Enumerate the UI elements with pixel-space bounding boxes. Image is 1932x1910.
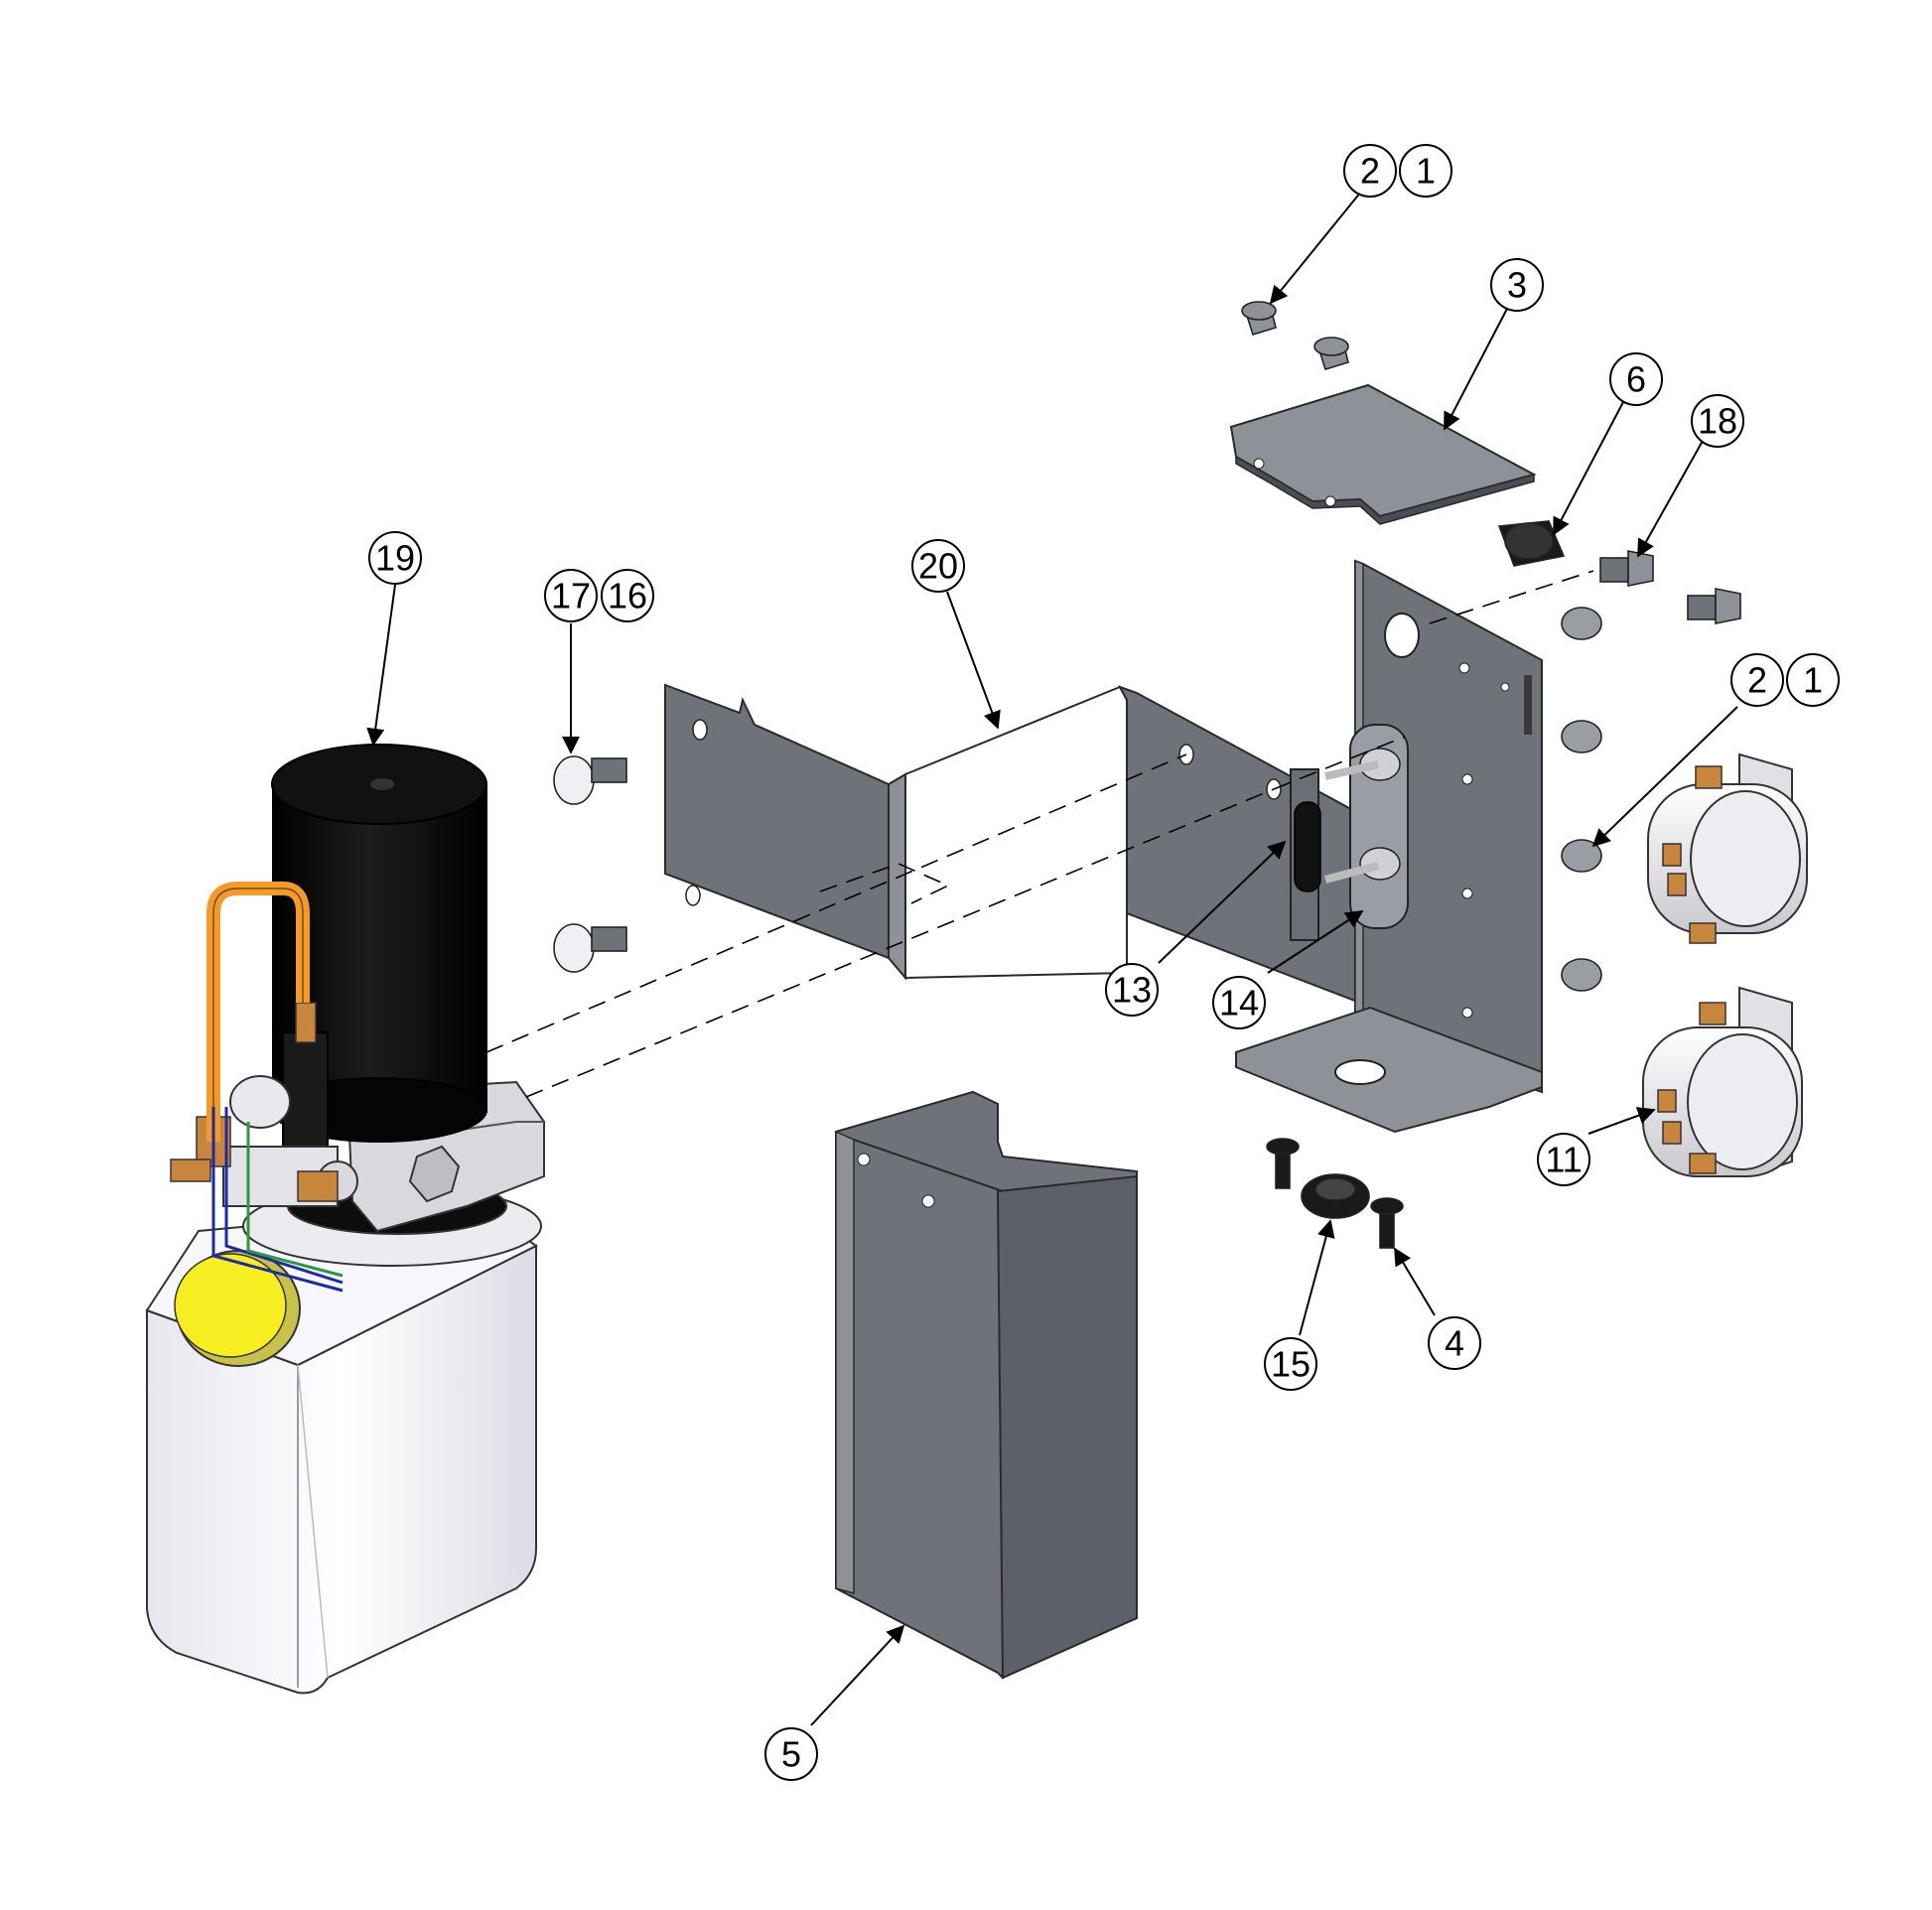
back-plate <box>1235 559 1543 1134</box>
solenoid-upper <box>1647 752 1808 944</box>
leader-11 <box>1587 1107 1656 1135</box>
callout-13: 13 <box>1105 963 1159 1017</box>
leader-15 <box>1299 1219 1335 1336</box>
callout-3: 3 <box>1490 258 1544 312</box>
leader-2-top <box>1269 191 1362 305</box>
leader-18 <box>1637 440 1704 558</box>
callout-1-mid-label: 1 <box>1803 660 1823 701</box>
callout-18: 18 <box>1691 394 1744 448</box>
callout-4: 4 <box>1428 1316 1481 1370</box>
callout-20: 20 <box>911 539 965 593</box>
callout-16: 16 <box>601 569 654 622</box>
leader-20 <box>946 591 1001 730</box>
callout-5-label: 5 <box>781 1734 801 1775</box>
valve-block <box>170 1002 358 1207</box>
front-cover <box>835 1090 1138 1680</box>
solenoid-lower <box>1642 986 1803 1177</box>
leader-13 <box>1158 840 1287 964</box>
cover-plate <box>1229 383 1537 525</box>
callout-17-label: 17 <box>551 576 591 616</box>
mounting-bracket <box>664 683 1361 1005</box>
callout-19: 19 <box>368 531 422 585</box>
callout-6: 6 <box>1609 352 1663 406</box>
assembly-lines <box>485 570 1594 1098</box>
callout-4-label: 4 <box>1445 1323 1464 1364</box>
callout-19-label: 19 <box>375 538 415 579</box>
leader-2-mid <box>1591 706 1738 848</box>
leader-4 <box>1394 1247 1436 1316</box>
wiring <box>211 1107 344 1293</box>
terminal-block <box>1290 724 1409 941</box>
callout-3-label: 3 <box>1507 265 1527 306</box>
leader-14 <box>1267 910 1364 974</box>
hydraulic-power-unit <box>145 744 545 1695</box>
callout-14-label: 14 <box>1219 983 1259 1023</box>
callout-18-label: 18 <box>1698 401 1737 442</box>
callout-2-mid: 2 <box>1730 653 1784 707</box>
callout-2-top-label: 2 <box>1360 151 1380 192</box>
callout-16-label: 16 <box>608 576 647 616</box>
callout-2-top: 2 <box>1343 144 1397 198</box>
callout-5: 5 <box>764 1727 818 1781</box>
callout-2-mid-label: 2 <box>1747 660 1767 701</box>
filler-cap <box>174 1250 301 1367</box>
callout-1-mid: 1 <box>1786 653 1840 707</box>
callout-1-top-label: 1 <box>1416 151 1436 192</box>
callout-11: 11 <box>1537 1133 1590 1186</box>
callout-1-top: 1 <box>1399 144 1452 198</box>
callout-20-label: 20 <box>918 546 958 587</box>
callout-15: 15 <box>1264 1337 1317 1391</box>
callout-6-label: 6 <box>1626 359 1646 400</box>
leader-3 <box>1444 308 1508 431</box>
callout-11-label: 11 <box>1545 1140 1582 1180</box>
callout-14: 14 <box>1212 976 1266 1029</box>
leader-5 <box>810 1624 905 1726</box>
callout-13-label: 13 <box>1112 970 1152 1011</box>
callout-15-label: 15 <box>1271 1344 1311 1385</box>
hardware <box>553 301 1741 1249</box>
leader-6 <box>1553 401 1624 536</box>
callout-17: 17 <box>544 569 598 622</box>
leader-19 <box>366 584 396 747</box>
leader-lines <box>366 191 1738 1726</box>
